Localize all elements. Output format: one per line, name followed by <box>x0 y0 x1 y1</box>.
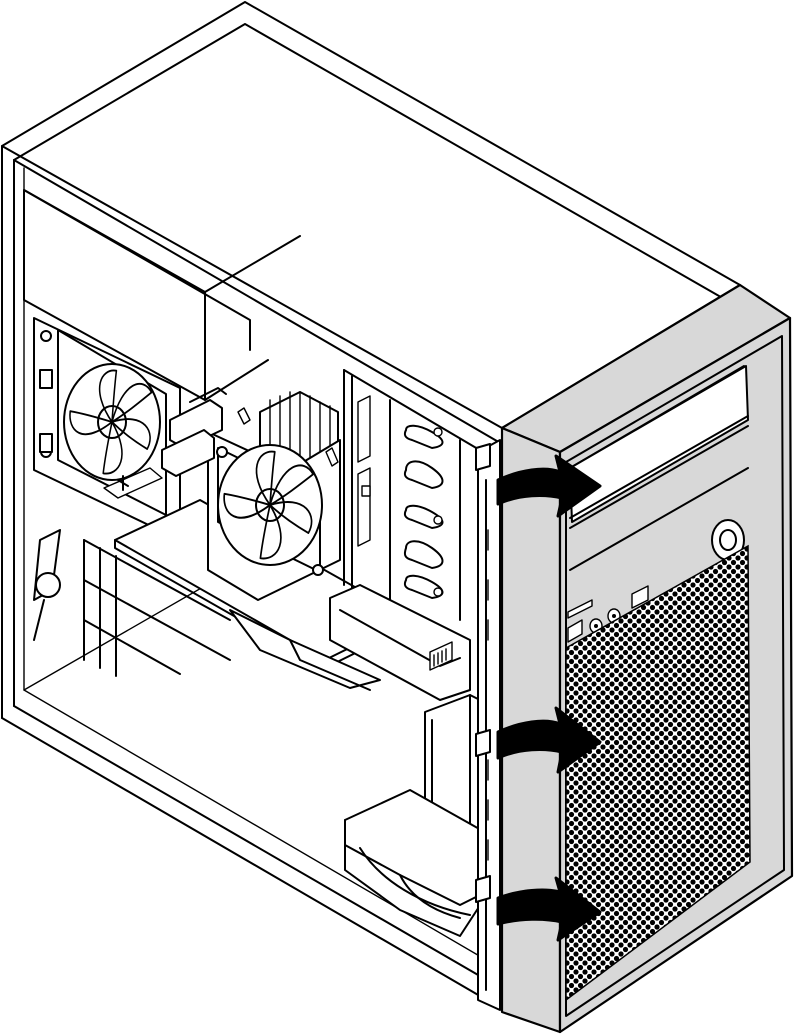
top-release-arrow <box>496 454 602 518</box>
chassis-top-inner-edge <box>13 23 727 301</box>
front-mesh-grille <box>565 544 751 1002</box>
usb-port-2 <box>631 585 649 609</box>
cpu-cooler <box>207 391 341 601</box>
card-reader-slot <box>567 599 593 619</box>
chassis <box>1 1 741 1011</box>
front-bezel <box>500 283 794 1034</box>
lower-drive-bay <box>344 694 501 937</box>
middle-release-arrow <box>496 706 602 774</box>
chassis-front-edge <box>475 439 501 1011</box>
drive-bay-cage <box>329 369 501 701</box>
power-supply <box>23 189 301 401</box>
bottom-release-arrow <box>496 876 602 942</box>
rear-expansion-slots <box>83 467 231 677</box>
chassis-inner-rear-edge <box>13 159 503 445</box>
release-arrows <box>496 454 602 942</box>
power-panel <box>569 467 749 571</box>
chassis-left-frame <box>1 145 15 719</box>
motherboard-connectors <box>161 387 227 477</box>
chassis-bottom-rail <box>1 705 505 1011</box>
usb-port-1 <box>567 619 583 643</box>
rear-latch <box>33 529 61 641</box>
